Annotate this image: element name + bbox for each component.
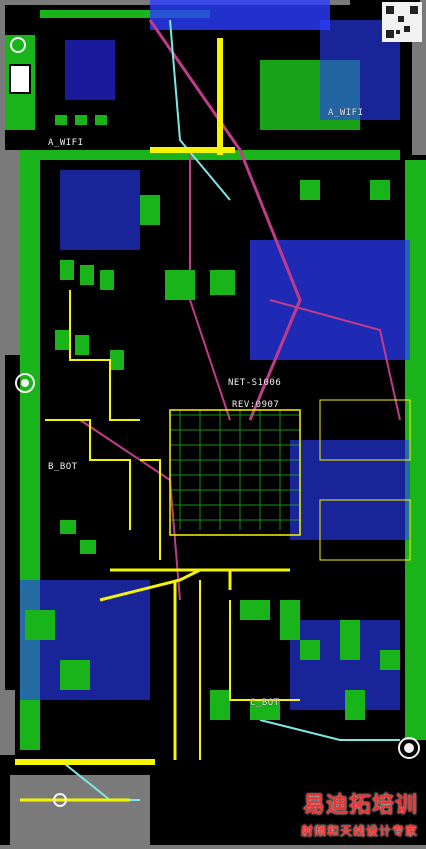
silk-label-wifi-left: A_WIFI [48,138,84,148]
silk-label-bot-left: B_BOT [48,462,78,472]
watermark-brand: 易迪拓培训 [302,793,418,818]
watermark-tagline: 射频和天线设计专家 [300,824,418,838]
silk-label-net: NET-S1006 [228,378,282,388]
silk-label-bot-center: C_BOT [250,698,280,708]
silk-label-wifi-right: A_WIFI [328,108,364,118]
silk-label-revision: REV:0907 [232,400,280,410]
